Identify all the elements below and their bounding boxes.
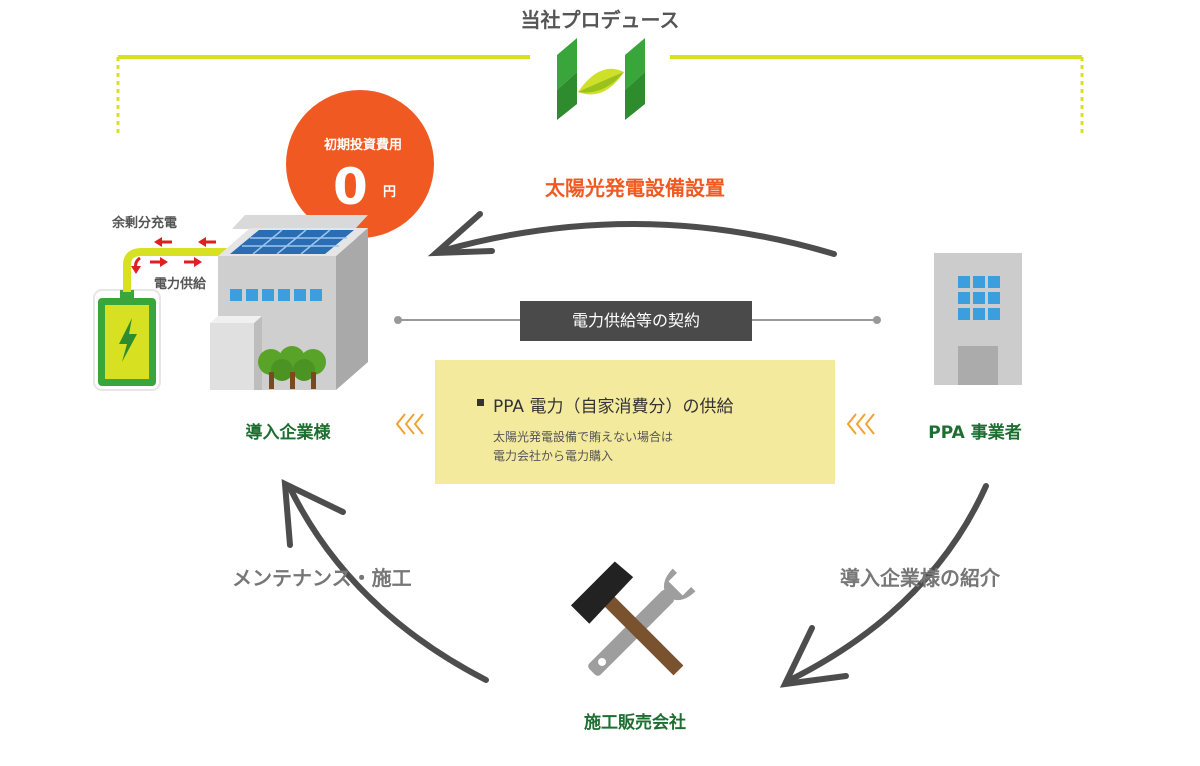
budget-badge [286, 90, 434, 238]
produce-title: 当社プロデュース [520, 8, 680, 32]
battery-icon [93, 248, 228, 391]
maintenance-arrow [281, 479, 489, 683]
supply-title: PPA 電力（自家消費分）の供給 [493, 397, 734, 417]
power-supply-label: 電力供給 [154, 277, 207, 292]
produce-bracket [116, 55, 1084, 137]
budget-amount: 0 [333, 158, 368, 216]
charge-arrows [131, 237, 216, 274]
company-label: 導入企業様 [245, 423, 331, 443]
supply-info-box [435, 360, 835, 484]
supply-flow-chevrons [395, 413, 875, 435]
installer-label: 施工販売会社 [584, 713, 686, 733]
factory-with-solar-panel-icon [210, 215, 368, 390]
bullet-icon [477, 399, 484, 406]
ppa-provider-label: PPA 事業者 [928, 423, 1022, 443]
budget-unit: 円 [383, 185, 397, 200]
office-building-icon [934, 253, 1022, 385]
leaf-logo-icon [557, 38, 645, 120]
installation-label: 太陽光発電設備設置 [545, 176, 725, 200]
supply-note-line1: 太陽光発電設備で賄えない場合は [493, 430, 674, 444]
introduction-label: 導入企業様の紹介 [840, 566, 1000, 590]
contract-label: 電力供給等の契約 [520, 301, 752, 341]
wrench-hammer-icon [570, 561, 696, 676]
supply-note-line2: 電力会社から電力購入 [493, 449, 614, 463]
installation-arrow [427, 211, 837, 257]
budget-label: 初期投資費用 [323, 138, 402, 153]
maintenance-label: メンテナンス・施工 [232, 566, 412, 590]
surplus-charge-label: 余剰分充電 [112, 216, 178, 231]
introduction-arrow [779, 483, 989, 688]
